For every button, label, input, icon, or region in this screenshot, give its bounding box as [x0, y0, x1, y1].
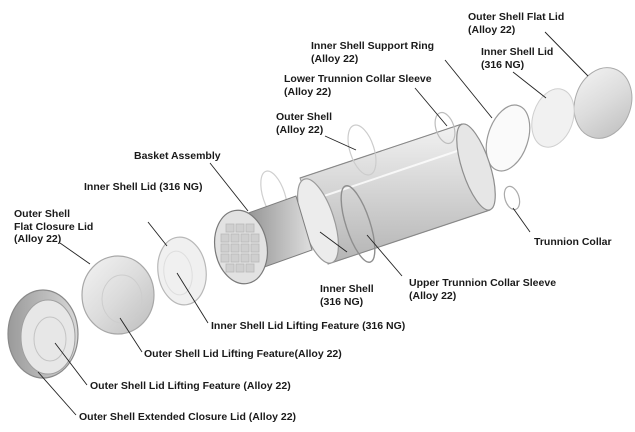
leader-outer-shell-flat-closure-lid — [59, 242, 91, 265]
label-inner-shell: Inner Shell (316 NG) — [320, 283, 374, 308]
outer-shell-extended-closure-lid — [7, 289, 79, 379]
outer-shell-flat-lid — [573, 67, 633, 139]
label-basket-assembly: Basket Assembly — [134, 150, 221, 162]
trunnion-collar — [503, 185, 521, 211]
label-outer-shell: Outer Shell (Alloy 22) — [276, 111, 333, 136]
leader-basket-assembly — [209, 162, 249, 212]
inner-shell-lid-left — [157, 236, 207, 306]
leader-outer-shell-lid-lifting-feature-b — [54, 342, 88, 386]
label-lower-trunnion-collar-sleeve: Lower Trunnion Collar Sleeve (Alloy 22) — [284, 73, 432, 98]
leader-outer-shell-flat-lid — [544, 31, 589, 77]
leader-inner-shell-lid-lifting-feature — [176, 272, 209, 324]
label-outer-shell-lid-lifting-feature-a: Outer Shell Lid Lifting Feature(Alloy 22… — [144, 348, 342, 360]
label-outer-shell-flat-lid: Outer Shell Flat Lid (Alloy 22) — [468, 11, 565, 36]
leader-trunnion-collar — [512, 207, 531, 233]
label-inner-shell-lid-right: Inner Shell Lid (316 NG) — [481, 46, 554, 71]
label-outer-shell-extended-closure-lid: Outer Shell Extended Closure Lid (Alloy … — [79, 411, 297, 423]
leader-inner-shell — [319, 231, 348, 253]
outer-shell-ring — [347, 124, 377, 176]
label-inner-shell-support-ring: Inner Shell Support Ring (Alloy 22) — [311, 40, 435, 65]
label-upper-trunnion-collar-sleeve: Upper Trunnion Collar Sleeve (Alloy 22) — [409, 277, 557, 302]
leader-inner-shell-support-ring — [444, 59, 493, 119]
leader-outer-shell-extended-closure-lid — [37, 371, 77, 416]
leader-inner-shell-lid-right — [512, 71, 547, 99]
leader-lines — [37, 31, 589, 416]
basket-assembly — [214, 195, 313, 285]
upper-trunnion-collar-sleeve — [340, 185, 376, 263]
label-trunnion-collar: Trunnion Collar — [534, 236, 612, 248]
lower-trunnion-collar-sleeve — [434, 111, 456, 145]
leader-outer-shell-lid-lifting-feature-a — [119, 317, 143, 353]
label-outer-shell-lid-lifting-feature-b: Outer Shell Lid Lifting Feature (Alloy 2… — [90, 380, 291, 392]
inner-shell-lid-right — [531, 88, 575, 148]
leader-lower-trunnion-collar-sleeve — [414, 87, 448, 127]
leader-upper-trunnion-collar-sleeve — [366, 234, 403, 277]
inner-shell-support-ring — [485, 104, 531, 172]
outer-shell-flat-closure-lid — [81, 255, 155, 335]
label-inner-shell-lid-left: Inner Shell Lid (316 NG) — [84, 181, 203, 193]
leader-outer-shell — [324, 135, 357, 151]
label-inner-shell-lid-lifting-feature: Inner Shell Lid Lifting Feature (316 NG) — [211, 320, 406, 332]
label-outer-shell-flat-closure-lid: Outer Shell Flat Closure Lid (Alloy 22) — [14, 208, 94, 245]
leader-inner-shell-lid-left — [147, 221, 168, 247]
